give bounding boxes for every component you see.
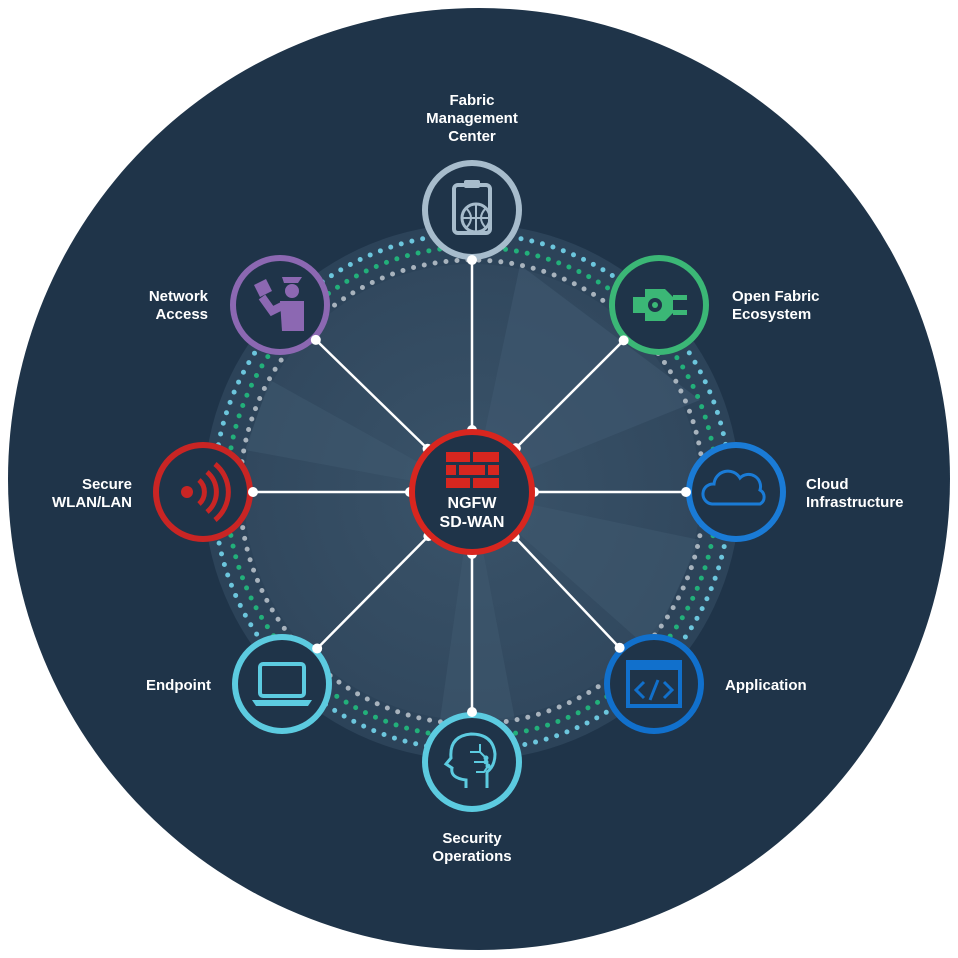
node-label-endpoint: Endpoint: [146, 677, 211, 694]
connector-dot: [467, 255, 477, 265]
connector-line: [514, 339, 625, 450]
connector-dot: [248, 487, 258, 497]
node-label-network-access: Network Access: [148, 288, 208, 323]
connector-dot: [467, 707, 477, 717]
node-security-operations[interactable]: [422, 712, 522, 812]
plug-gear-icon: [633, 289, 687, 321]
connector-line: [314, 338, 429, 450]
node-secure-wlan-lan[interactable]: [153, 442, 253, 542]
node-label-cloud-infrastructure: Cloud Infrastructure: [806, 476, 904, 511]
connector-dot: [312, 643, 323, 654]
connector-line: [316, 535, 430, 650]
connector-dot: [618, 335, 629, 346]
node-endpoint[interactable]: [232, 634, 332, 734]
node-network-access[interactable]: [230, 255, 330, 355]
firewall-icon: [446, 452, 499, 488]
brain-circuit-icon: [443, 732, 497, 788]
connector-dot: [681, 487, 691, 497]
node-label-security-operations: Security Operations: [432, 830, 512, 865]
guard-icon: [254, 277, 304, 331]
node-fabric-management-center[interactable]: [422, 160, 522, 260]
code-window-icon: [626, 660, 682, 708]
node-label-secure-wlan-lan: Secure WLAN/LAN: [52, 476, 132, 511]
node-open-fabric-ecosystem[interactable]: [609, 255, 709, 355]
node-ring: [422, 712, 522, 812]
node-cloud-infrastructure[interactable]: [686, 442, 786, 542]
node-application[interactable]: [604, 634, 704, 734]
node-label-fabric-management-center: Fabric Management Center: [426, 92, 518, 145]
light-wedge: [245, 380, 472, 492]
connector-dot: [310, 334, 321, 345]
center-label: NGFW SD-WAN: [439, 495, 505, 531]
wireless-signal-icon: [181, 462, 231, 522]
connector-dot: [614, 642, 625, 653]
node-ring: [422, 160, 522, 260]
light-wedge: [472, 492, 700, 650]
cloud-icon: [701, 469, 766, 506]
laptop-icon: [252, 662, 312, 706]
node-ring: [232, 634, 332, 734]
connector-line: [513, 536, 621, 649]
node-label-application: Application: [725, 677, 807, 694]
light-wedge: [440, 492, 515, 720]
clipboard-globe-icon: [452, 180, 492, 235]
center-node[interactable]: [409, 429, 535, 555]
node-label-open-fabric-ecosystem: Open Fabric Ecosystem: [732, 288, 820, 323]
